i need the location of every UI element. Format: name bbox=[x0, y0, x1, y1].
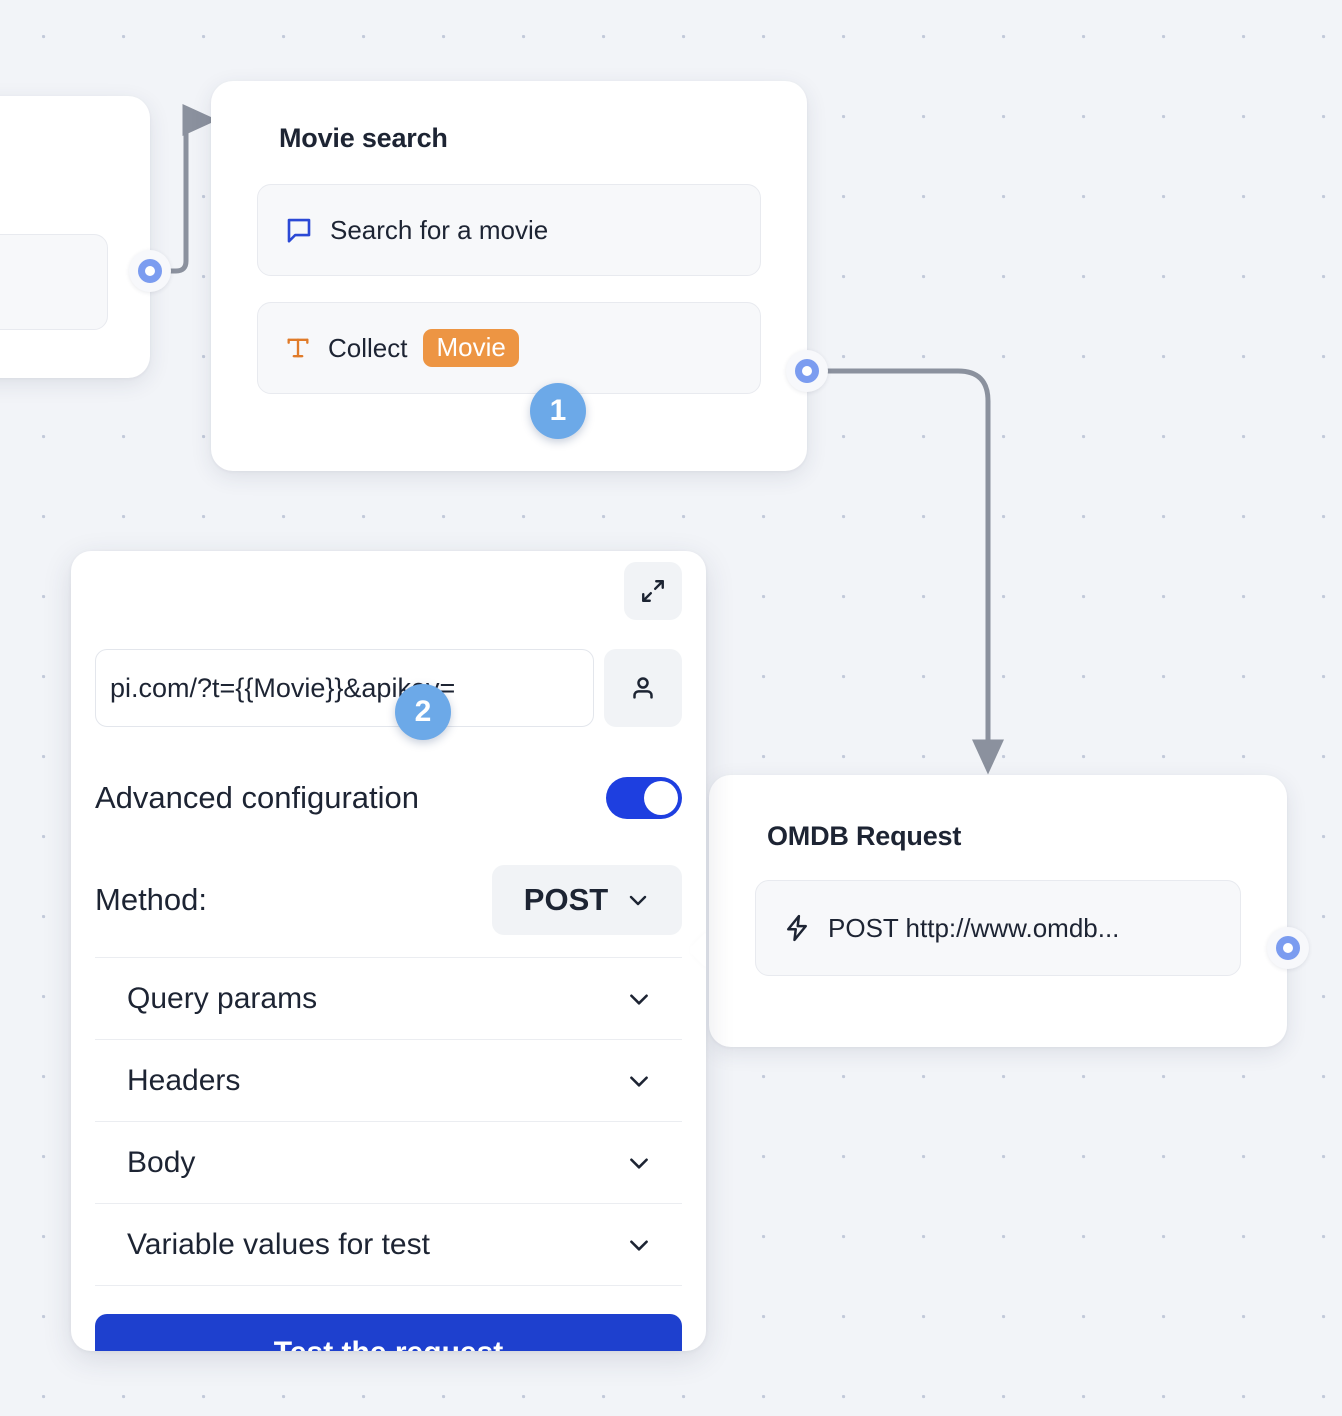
user-icon bbox=[628, 673, 658, 703]
accordion-query-params[interactable]: Query params bbox=[95, 958, 682, 1040]
node-omdb-request[interactable]: OMDB Request POST http://www.omdb... bbox=[709, 775, 1287, 1047]
node-movie-search-title: Movie search bbox=[279, 123, 448, 153]
panel-pointer bbox=[687, 931, 706, 969]
accordion-label: Variable values for test bbox=[127, 1227, 430, 1261]
expand-diagonal-icon bbox=[640, 578, 666, 604]
accordion-headers[interactable]: Headers bbox=[95, 1040, 682, 1122]
node-omdb-request-title: OMDB Request bbox=[767, 821, 962, 851]
url-row[interactable]: pi.com/?t={{Movie}}&apikey= bbox=[95, 649, 682, 727]
accordion-variable-values-for-test[interactable]: Variable values for test bbox=[95, 1204, 682, 1286]
port-previous-node-output[interactable] bbox=[129, 250, 171, 292]
url-user-auth-button[interactable] bbox=[604, 649, 682, 727]
port-omdb-request-output[interactable] bbox=[1267, 927, 1309, 969]
variable-badge-movie[interactable]: Movie bbox=[423, 329, 519, 367]
node-row-label: Collect bbox=[328, 332, 408, 363]
expand-panel-button[interactable] bbox=[624, 562, 682, 620]
chevron-down-icon bbox=[626, 888, 650, 912]
text-t-icon bbox=[284, 334, 312, 362]
node-row-label: Search for a movie bbox=[330, 214, 549, 245]
method-select[interactable]: POST bbox=[492, 865, 682, 935]
method-row[interactable]: Method: POST bbox=[95, 865, 682, 958]
lightning-bolt-icon bbox=[782, 913, 812, 943]
accordion-label: Headers bbox=[127, 1063, 241, 1097]
chevron-down-icon bbox=[626, 1068, 652, 1094]
step-badge-1: 1 bbox=[530, 383, 586, 439]
test-the-request-button[interactable]: Test the request bbox=[95, 1314, 682, 1351]
chevron-down-icon bbox=[626, 986, 652, 1012]
step-badge-2: 2 bbox=[395, 684, 451, 740]
node-row-collect-movie[interactable]: Collect Movie bbox=[257, 302, 761, 394]
chevron-down-icon bbox=[626, 1150, 652, 1176]
advanced-configuration-label: Advanced configuration bbox=[95, 780, 420, 815]
chat-bubble-icon bbox=[284, 215, 314, 245]
accordion-label: Query params bbox=[127, 981, 318, 1015]
accordion-label: Body bbox=[127, 1145, 196, 1179]
edge-movie-to-omdb bbox=[821, 368, 1004, 775]
node-movie-search[interactable]: Movie search Search for a movie Collect bbox=[211, 81, 807, 471]
node-row-post-request[interactable]: POST http://www.omdb... bbox=[755, 880, 1241, 976]
request-config-panel[interactable]: pi.com/?t={{Movie}}&apikey= Advanced con… bbox=[71, 551, 706, 1351]
node-row-label: POST http://www.omdb... bbox=[828, 912, 1120, 943]
method-label: Method: bbox=[95, 882, 208, 917]
request-url-input[interactable]: pi.com/?t={{Movie}}&apikey= bbox=[95, 649, 594, 727]
advanced-configuration-row[interactable]: Advanced configuration bbox=[95, 777, 682, 819]
edge-prev-to-movie bbox=[160, 104, 218, 274]
previous-node-row[interactable] bbox=[0, 234, 108, 330]
node-row-search-for-a-movie[interactable]: Search for a movie bbox=[257, 184, 761, 276]
accordion-body[interactable]: Body bbox=[95, 1122, 682, 1204]
method-select-value: POST bbox=[523, 882, 609, 917]
chevron-down-icon bbox=[626, 1232, 652, 1258]
advanced-configuration-toggle[interactable] bbox=[606, 777, 682, 819]
previous-node-card[interactable] bbox=[0, 96, 150, 378]
port-movie-search-output[interactable] bbox=[786, 350, 828, 392]
